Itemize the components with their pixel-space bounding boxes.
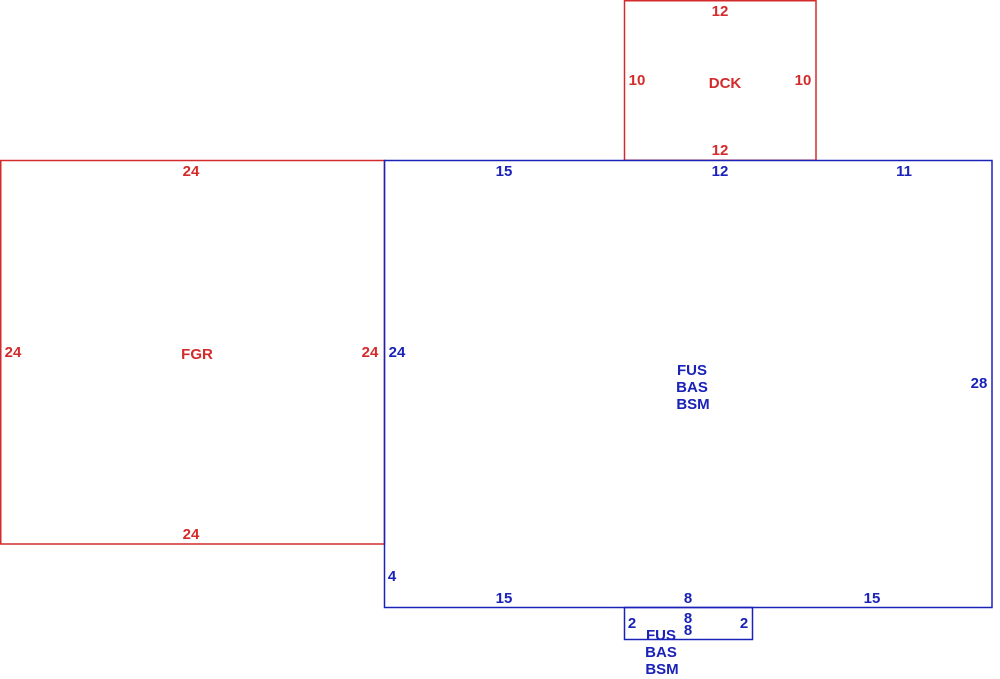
- main-label-bsm: BSM: [676, 396, 709, 413]
- garage-right-dimension: 24: [362, 344, 379, 361]
- deck-right-dimension: 10: [795, 72, 812, 89]
- garage-top-dimension: 24: [183, 163, 200, 180]
- deck-left-dimension: 10: [629, 72, 646, 89]
- bay-label-bsm: BSM: [645, 661, 678, 678]
- bay-right-dimension: 2: [740, 615, 748, 632]
- bay-label-fus: FUS: [646, 627, 676, 644]
- garage-left-dimension: 24: [5, 344, 22, 361]
- main-top-middle-dimension: 12: [712, 163, 729, 180]
- bay-label-bas: BAS: [645, 644, 677, 661]
- garage-label: FGR: [181, 346, 213, 363]
- main-top-right-dimension: 11: [896, 163, 912, 180]
- deck-label: DCK: [709, 75, 742, 92]
- main-bottom-right-dimension: 15: [864, 590, 881, 607]
- main-label-fus: FUS: [677, 362, 707, 379]
- main-bottom-left-dimension: 15: [496, 590, 513, 607]
- main-top-left-dimension: 15: [496, 163, 513, 180]
- bay-left-dimension: 2: [628, 615, 636, 632]
- main-left-lower-dimension: 4: [388, 568, 397, 585]
- main-bottom-middle-dimension: 8: [684, 590, 692, 607]
- main-left-dimension: 24: [389, 344, 406, 361]
- garage-bottom-dimension: 24: [183, 526, 200, 543]
- bay-bottom-dimension: 8: [684, 622, 692, 639]
- deck-top-dimension: 12: [712, 3, 729, 20]
- main-label-bas: BAS: [676, 379, 708, 396]
- bay-top-dimension: 8: [684, 610, 692, 627]
- bay-outline: [623, 606, 754, 641]
- deck-bottom-dimension: 12: [712, 142, 729, 159]
- main-right-dimension: 28: [971, 375, 988, 392]
